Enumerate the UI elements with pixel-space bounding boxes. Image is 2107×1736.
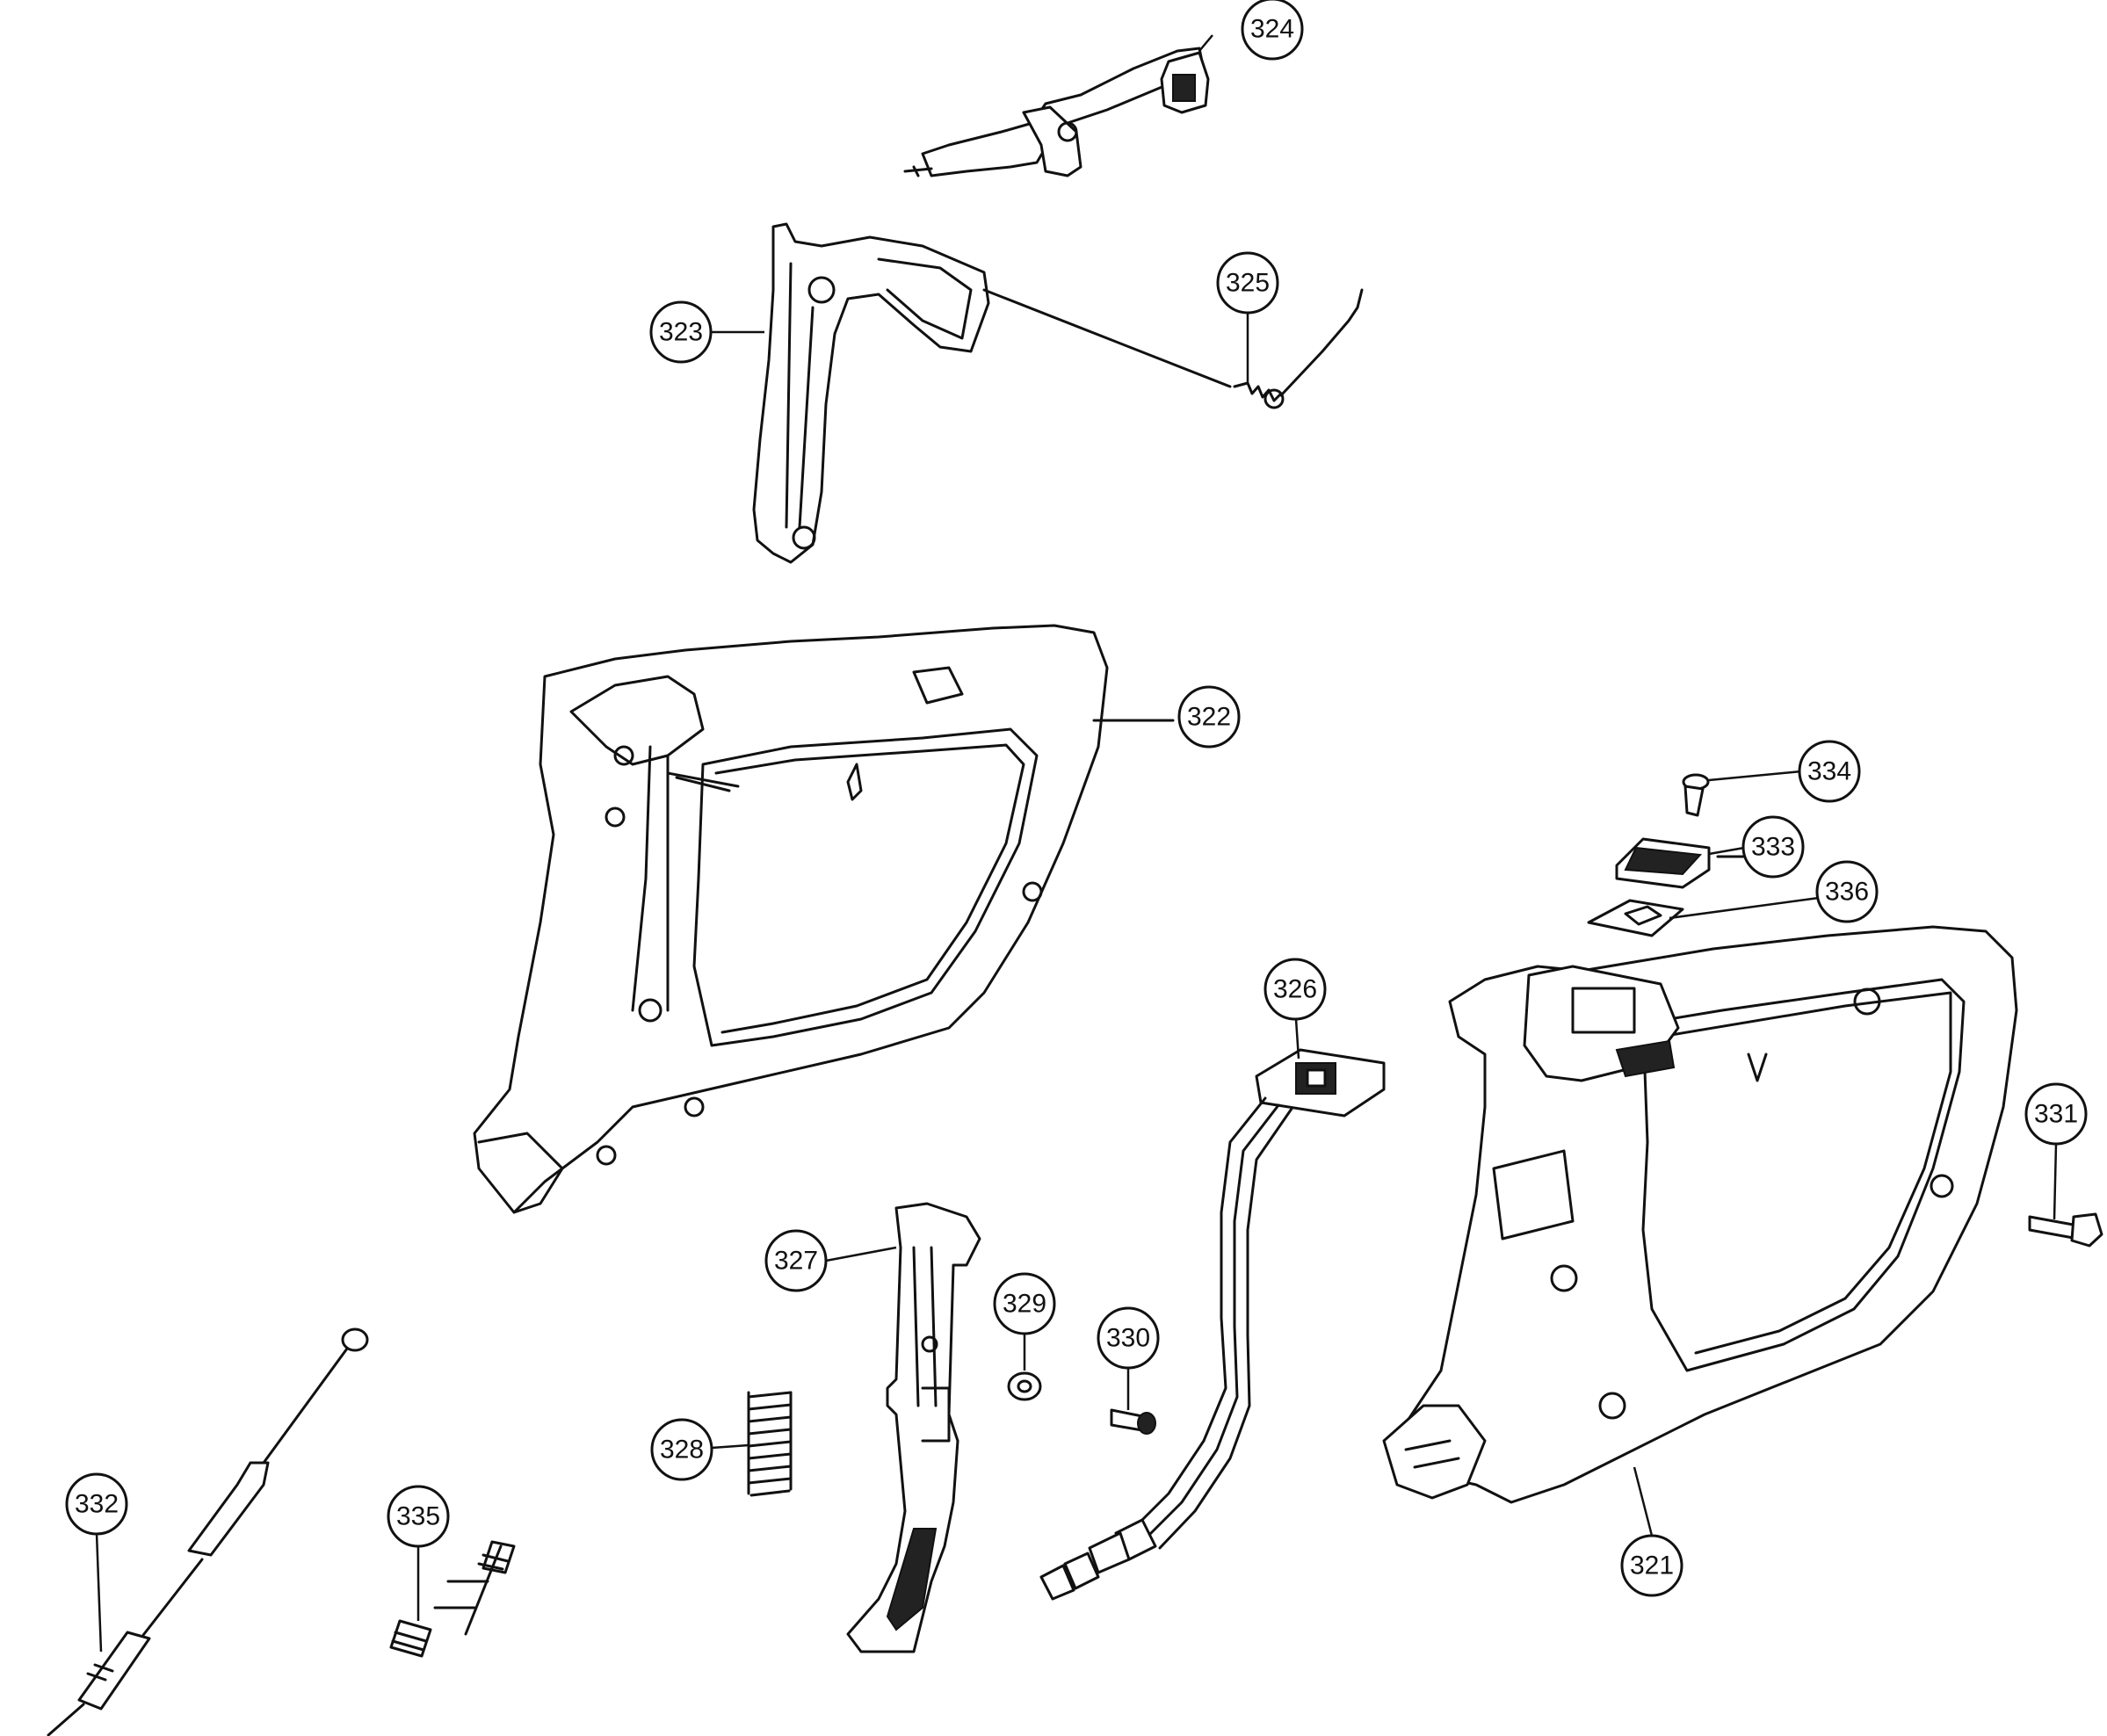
callout-label: 321 [1630,1552,1674,1580]
part-336-gasket [1587,899,1684,937]
part-335-springs [389,1540,516,1658]
part-321-right-housing [1382,925,2018,1504]
part-324-switch-lever [903,47,1210,177]
part-323-trigger [752,222,1232,564]
part-322-left-housing [473,624,1175,1214]
callout-332: 332 [65,1472,128,1536]
part-328-spring [747,1391,793,1497]
part-327-lock-lever [846,1202,981,1653]
part-330-pin [1110,1408,1156,1435]
callout-label: 325 [1226,269,1270,298]
part-332-cable [47,1327,369,1736]
callout-330: 330 [1097,1306,1160,1370]
callout-328: 328 [650,1418,713,1481]
callout-325: 325 [1216,251,1279,315]
callout-334: 334 [1798,740,1861,803]
part-333-switch-cover [1615,837,1746,889]
callout-label: 332 [75,1490,119,1519]
leader-lines [95,34,2058,1653]
part-329-washer [1007,1371,1042,1401]
callout-333: 333 [1741,815,1805,879]
callout-label: 333 [1751,833,1795,862]
callout-label: 331 [2034,1100,2078,1129]
callout-label: 326 [1273,975,1317,1004]
callout-label: 328 [660,1436,704,1465]
callout-label: 327 [774,1247,818,1276]
callout-label: 323 [659,318,703,347]
callout-327: 327 [764,1229,828,1292]
callout-331: 331 [2024,1082,2088,1146]
callout-329: 329 [993,1272,1056,1335]
callout-324: 324 [1241,0,1304,61]
part-334-screw [1682,773,1710,817]
callout-label: 334 [1807,757,1851,786]
callout-label: 336 [1825,878,1869,907]
callout-label: 329 [1003,1290,1046,1319]
callout-326: 326 [1263,958,1327,1021]
callout-335: 335 [387,1485,450,1548]
callout-label: 322 [1187,703,1231,732]
callout-label: 324 [1250,15,1294,44]
part-326-switch-wiring [1039,1048,1386,1601]
callout-336: 336 [1815,860,1879,923]
callout-label: 330 [1106,1324,1150,1353]
part-331-screw [2028,1212,2103,1248]
callout-322: 322 [1177,685,1241,749]
part-325-spring [1233,288,1364,409]
callout-321: 321 [1620,1534,1683,1597]
callout-label: 335 [396,1502,440,1531]
callout-323: 323 [649,300,713,364]
